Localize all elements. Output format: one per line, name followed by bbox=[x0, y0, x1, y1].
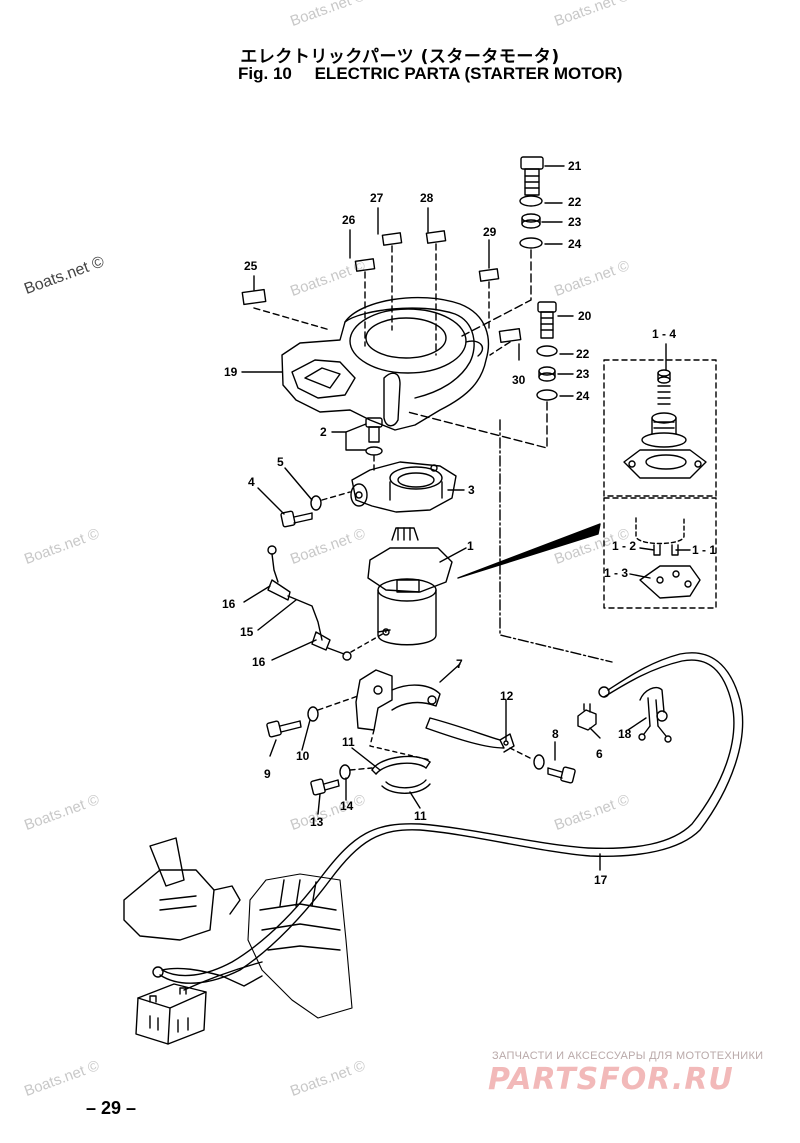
washer-part-8 bbox=[533, 754, 545, 770]
callout-12: 12 bbox=[500, 689, 514, 703]
lead-wire-part-18 bbox=[638, 686, 672, 743]
grommet-part-24 bbox=[519, 237, 543, 249]
bolt-part-13 bbox=[310, 778, 340, 796]
ground-cable-part-15 bbox=[267, 545, 387, 661]
callout-22b: 22 bbox=[576, 347, 590, 361]
detail-pointer bbox=[457, 523, 601, 579]
callout-9: 9 bbox=[264, 767, 271, 781]
callout-8: 8 bbox=[552, 727, 559, 741]
starter-bracket-part-3 bbox=[350, 461, 457, 513]
callout-23: 23 bbox=[568, 215, 582, 229]
callout-24b: 24 bbox=[576, 389, 590, 403]
washer-part-5 bbox=[310, 495, 322, 511]
motor-band-part-12 bbox=[425, 717, 515, 753]
callout-24: 24 bbox=[568, 237, 582, 251]
grommet-part-24b bbox=[536, 389, 558, 401]
bolt-part-8 bbox=[547, 766, 576, 784]
callout-30: 30 bbox=[512, 373, 526, 387]
callout-1: 1 bbox=[467, 539, 474, 553]
terminal-nut-part-6 bbox=[577, 703, 597, 731]
callout-1-4: 1 - 4 bbox=[652, 327, 676, 341]
collar-part-23 bbox=[521, 213, 541, 229]
callout-6: 6 bbox=[596, 747, 603, 761]
washer-part-2 bbox=[365, 446, 383, 456]
callout-23b: 23 bbox=[576, 367, 590, 381]
figure-title: ELECTRIC PARTA (STARTER MOTOR) bbox=[314, 64, 623, 83]
detail-box-1-4 bbox=[603, 359, 717, 497]
callout-21: 21 bbox=[568, 159, 582, 173]
decal-part-27 bbox=[381, 232, 403, 246]
starter-motor-part-1 bbox=[367, 527, 453, 646]
callout-13: 13 bbox=[310, 815, 324, 829]
callout-16: 16 bbox=[222, 597, 236, 611]
collar-part-23b bbox=[538, 366, 556, 382]
callout-14: 14 bbox=[340, 799, 354, 813]
callout-19: 19 bbox=[224, 365, 238, 379]
callout-2: 2 bbox=[320, 425, 327, 439]
callout-29: 29 bbox=[483, 225, 497, 239]
callout-18: 18 bbox=[618, 727, 632, 741]
washer-part-14 bbox=[339, 764, 351, 780]
battery-cable-part-17 bbox=[152, 652, 744, 984]
page-title-english: Fig. 10 ELECTRIC PARTA (STARTER MOTOR) bbox=[238, 64, 622, 84]
washer-part-10 bbox=[307, 706, 319, 722]
callout-1-2: 1 - 2 bbox=[612, 539, 636, 553]
detail-box-brushes bbox=[603, 497, 717, 609]
callout-25: 25 bbox=[244, 259, 258, 273]
figure-number: Fig. 10 bbox=[238, 64, 292, 83]
battery bbox=[135, 983, 207, 1045]
pinion-gear-part-1-4 bbox=[623, 369, 707, 479]
washer-part-22 bbox=[519, 195, 543, 207]
page-number: – 29 – bbox=[86, 1098, 137, 1118]
callout-3: 3 bbox=[468, 483, 475, 497]
callout-16b: 16 bbox=[252, 655, 266, 669]
callout-22: 22 bbox=[568, 195, 582, 209]
decal-part-26 bbox=[354, 258, 376, 272]
callout-10: 10 bbox=[296, 749, 310, 763]
shop-logo: PARTSFOR.RU bbox=[488, 1062, 734, 1097]
remote-control-box bbox=[123, 837, 241, 941]
callout-11: 11 bbox=[342, 735, 355, 749]
callout-15: 15 bbox=[240, 625, 254, 639]
callout-1-3: 1 - 3 bbox=[604, 566, 628, 580]
bolt-part-2 bbox=[365, 417, 383, 443]
motor-band-bracket-part-7 bbox=[355, 669, 441, 731]
shop-caption: ЗАПЧАСТИ И АКСЕССУАРЫ ДЛЯ МОТОТЕХНИКИ bbox=[492, 1050, 764, 1062]
engine-block-outline bbox=[247, 873, 353, 1019]
decal-part-28 bbox=[425, 230, 447, 244]
bolt-part-20 bbox=[537, 301, 557, 339]
decal-part-30 bbox=[498, 327, 522, 344]
decal-part-25 bbox=[241, 288, 267, 306]
callout-20: 20 bbox=[578, 309, 592, 323]
page-title-japanese: エレクトリックパーツ (スタータモータ) bbox=[240, 47, 560, 67]
callout-17: 17 bbox=[594, 873, 608, 887]
callout-28: 28 bbox=[420, 191, 434, 205]
callout-5: 5 bbox=[277, 455, 284, 469]
clamp-ring-part-11 bbox=[371, 755, 431, 794]
washer-part-22b bbox=[536, 345, 558, 357]
callout-27: 27 bbox=[370, 191, 384, 205]
callout-4: 4 bbox=[248, 475, 255, 489]
bolt-part-4 bbox=[280, 510, 313, 528]
callout-26: 26 bbox=[342, 213, 356, 227]
callout-1-1: 1 - 1 bbox=[692, 543, 716, 557]
bolt-part-21 bbox=[520, 156, 544, 196]
brush-holder-parts bbox=[635, 517, 701, 599]
decal-part-29 bbox=[478, 268, 500, 282]
cowling-cover-part-19 bbox=[281, 296, 490, 431]
callout-7: 7 bbox=[456, 657, 463, 671]
bolt-part-9 bbox=[266, 720, 302, 738]
callout-11b: 11 bbox=[414, 809, 427, 823]
